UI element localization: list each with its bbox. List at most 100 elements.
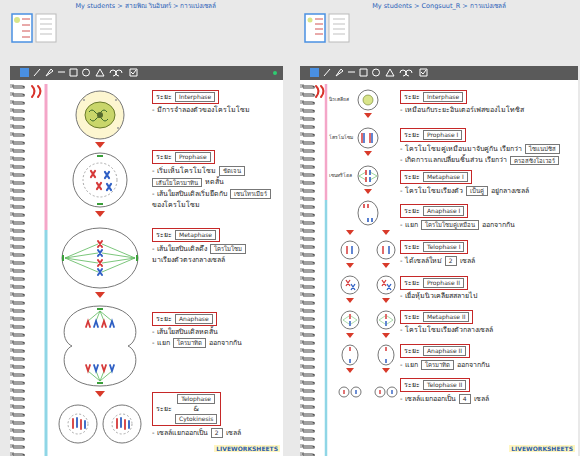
answer-text: ไซแนปซิส [529, 145, 556, 152]
description-text: อยู่กลางเซลล์ [491, 187, 529, 195]
stage-label: ระยะ [156, 405, 172, 413]
mitosis-cells [59, 91, 141, 443]
description-text: - แยก [400, 361, 418, 369]
stage-label: ระยะ [404, 381, 420, 389]
answer-text: Metaphase II [427, 313, 465, 320]
stage-box: ระยะ Anaphase [152, 312, 217, 326]
answer-text: Metaphase I [427, 173, 464, 180]
stage-box: ระยะProphase I [400, 128, 466, 142]
answer-text: เป็นคู่ [470, 187, 484, 194]
description-text: เซลล์ [460, 257, 475, 265]
stage-label: ระยะ [156, 153, 172, 161]
description-text: มาเรียงตัวตรงกลางเซลล์ [152, 256, 225, 264]
description-text: - โครโมโซมคู่เหมือนมาจับคู่กัน เรียกว่า [400, 145, 522, 153]
answer-box: ครอสซิงโอเวอร์ [510, 156, 559, 166]
stage-box: ระยะ Metaphase II [400, 310, 473, 324]
answer-box: Interphase [423, 92, 463, 102]
description-text: - แยก [152, 339, 170, 347]
watermark: LIVEWORKSHEETS [214, 445, 280, 452]
page-thumbnails [12, 14, 349, 42]
answer-box: Anaphase II [423, 346, 466, 356]
spiral-binding [10, 82, 26, 456]
stage-label: ระยะ [156, 315, 172, 323]
description-text: - มีการจำลองตัวของโครโมโซม [152, 106, 250, 114]
description-text: ออกจากกัน [457, 361, 490, 369]
answer-box: โครมาทิด [173, 338, 206, 348]
answer-text: Prophase II [427, 279, 460, 286]
stage-label: ระยะ [156, 231, 172, 239]
hand-label: เซนทริโอล [329, 172, 352, 178]
answer-box: Anaphase [175, 314, 213, 324]
answer-text: Telophase I [427, 243, 460, 250]
answer-box: Telophase [177, 394, 215, 404]
description-text: ของโครโมโซม [152, 201, 200, 209]
answer-text: Metaphase [179, 231, 212, 238]
answer-box: Metaphase II [423, 312, 469, 322]
answer-text: เซนโทรเมียร์ [234, 190, 267, 197]
answer-box: Metaphase I [423, 172, 468, 182]
description-text: เซลล์ [474, 395, 489, 403]
answer-box: Metaphase [175, 230, 216, 240]
answer-box: ไซแนปซิส [525, 144, 560, 154]
description-text: - ได้เซลล์ใหม่ [400, 257, 442, 265]
answer-text: Prophase I [427, 131, 458, 138]
stage-label: ระยะ [404, 207, 420, 215]
answer-text: Anaphase [179, 315, 209, 322]
description-text: - เกิดการแลกเปลี่ยนชิ้นส่วน เรียกว่า [400, 156, 507, 164]
answer-text: Prophase [179, 153, 207, 160]
answer-text: Telophase [181, 395, 211, 402]
stage-box: ระยะ Prophase [152, 150, 215, 164]
description-text: - เซลล์แยกออกเป็น [400, 395, 456, 403]
stage-box: ระยะAnaphase I [400, 204, 468, 218]
answer-text: Anaphase II [427, 347, 462, 354]
hand-label: โครโมโซม [329, 134, 353, 140]
answer-box: โครโมโซม [210, 244, 246, 254]
description-text: ออกจากกัน [209, 339, 242, 347]
answer-box: Cytokinesis [175, 414, 217, 424]
description-text: ออกจากกัน [482, 221, 515, 229]
stage-box: ระยะ Anaphase II [400, 344, 470, 358]
answer-text: Interphase [427, 93, 459, 100]
description-text: - เยื่อหุ้มนิวเคลียสสลายไป [400, 292, 477, 300]
answer-text: โครมาทิด [177, 339, 202, 346]
answer-box: Telophase II [423, 380, 466, 390]
answer-text: ชัดเจน [223, 167, 241, 174]
answer-box: Anaphase I [423, 206, 464, 216]
answer-text: Cytokinesis [179, 415, 213, 422]
watermark: LIVEWORKSHEETS [509, 445, 575, 452]
answer-box: เส้นใยโครมาทิน [152, 178, 202, 188]
stage-label: ระยะ [156, 93, 172, 101]
breadcrumb-header: My students > สายพิณ รินอินทร์ > การแบ่ง… [76, 3, 217, 11]
answer-box: Prophase [175, 152, 211, 162]
answer-box: เซนโทรเมียร์ [230, 189, 271, 199]
answer-box: Interphase [175, 92, 215, 102]
worksheet-page [10, 80, 283, 456]
answer-box: เป็นคู่ [466, 186, 488, 196]
stage-label: ระยะ [404, 313, 420, 321]
answer-box: ชัดเจน [219, 166, 245, 176]
description-text: - เส้นใยสปินเดิลหดสั้น [152, 328, 218, 336]
answer-box: โครโมโซมคู่เหมือน [421, 220, 479, 230]
description-text: - โครโมโซมเรียงตัว [400, 187, 463, 195]
answer-text: เส้นใยโครมาทิน [156, 179, 198, 186]
breadcrumb-header: My students > Congsuut_R > การแบ่งเซลล์ [372, 3, 506, 11]
answer-box: 4 [459, 394, 471, 404]
description-text: - เหมือนกับระยะอินเตอร์เฟสของไมโทซิส [400, 106, 524, 114]
stage-box: ระยะ Telophase I [400, 240, 468, 254]
stage-label: & [193, 405, 198, 413]
drawing-toolbar [10, 66, 578, 80]
answer-text: ครอสซิงโอเวอร์ [514, 157, 555, 164]
answer-text: 4 [463, 395, 467, 402]
answer-box: Prophase I [423, 130, 462, 140]
answer-text: โครโมโซม [214, 245, 242, 252]
stage-box: ระยะInterphase [400, 90, 467, 104]
answer-text: โครโมโซมคู่เหมือน [425, 221, 475, 228]
stage-label: ระยะ [404, 243, 420, 251]
description-text: - เริ่มเห็นโครโมโซม [152, 167, 216, 175]
description-text: - แยก [400, 221, 418, 229]
description-text: - เส้นใยสปินเดิลเริ่มยึดกับ [152, 190, 227, 198]
answer-text: โครมาทิด [425, 361, 450, 368]
stage-box: ระยะ Metaphase [152, 228, 220, 242]
stage-label: ระยะ [404, 347, 420, 355]
description-text: หดสั้น [205, 178, 224, 186]
